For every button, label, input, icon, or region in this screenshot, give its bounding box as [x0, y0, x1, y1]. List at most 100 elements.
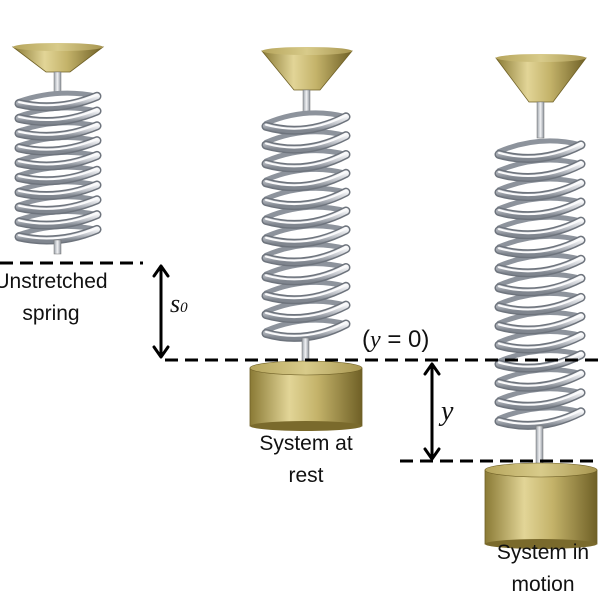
coil-highlight	[498, 256, 582, 273]
coil-front-strand	[263, 189, 349, 209]
coil-highlight	[18, 212, 98, 225]
coil-back-strand	[263, 110, 349, 126]
motion-spring	[484, 54, 598, 549]
coil-front-strand	[496, 256, 584, 276]
coil-highlight	[18, 182, 98, 196]
coil-highlight	[498, 352, 582, 368]
unstretched-label-line2: spring	[22, 302, 80, 325]
coil-highlight	[498, 237, 582, 254]
coil-highlight	[18, 123, 98, 136]
coil-highlight	[498, 409, 582, 425]
coil-highlight	[265, 321, 347, 337]
coil	[14, 90, 102, 245]
coil-front-strand	[263, 302, 349, 322]
coil-highlight	[18, 197, 98, 210]
unstretched-spring	[11, 43, 105, 255]
ceiling-mount	[261, 50, 353, 91]
coil-front-strand	[263, 170, 349, 190]
coil-highlight	[18, 93, 98, 107]
rest-label-line2: rest	[288, 464, 324, 487]
coil-front-strand	[496, 199, 584, 219]
coil-front-strand	[16, 167, 100, 184]
coil-highlight	[498, 371, 582, 387]
coil-front-strand	[263, 207, 349, 228]
coil	[494, 138, 586, 430]
coil-highlight	[265, 189, 347, 205]
lower-rod	[301, 337, 310, 363]
coil-front-strand	[496, 408, 584, 429]
coil	[261, 110, 351, 342]
coil-highlight	[498, 142, 582, 158]
coil-front-strand	[16, 211, 100, 229]
coil-front-strand	[496, 294, 584, 314]
coil-front-strand	[263, 245, 349, 265]
rest-label: System at rest	[231, 428, 381, 492]
coil-front-strand	[496, 160, 584, 181]
coil-front-strand	[496, 313, 584, 333]
coil-back-strand	[496, 138, 584, 155]
coil-front-strand	[496, 389, 584, 410]
coil-front-strand	[496, 141, 584, 162]
coil-highlight	[498, 180, 582, 196]
coil-highlight	[18, 138, 98, 151]
coil-highlight	[265, 133, 347, 149]
coil-front-strand	[263, 132, 349, 152]
rest-label-line1: System at	[259, 432, 353, 455]
coil-front-strand	[496, 237, 584, 257]
coil-front-strand	[16, 226, 100, 243]
coil-front-strand	[496, 179, 584, 200]
unstretched-label-line1: Unstretched	[0, 270, 108, 293]
motion-label-line1: System in	[496, 541, 590, 564]
upper-rod	[302, 89, 311, 113]
mass-block	[249, 360, 363, 431]
coil-highlight	[265, 264, 347, 281]
coil-front-strand	[496, 370, 584, 391]
coil-front-strand	[263, 151, 349, 171]
coil-highlight	[498, 390, 582, 406]
motion-label: System in motion	[468, 537, 600, 601]
coil-highlight	[18, 226, 98, 240]
equilibrium-variable: y	[370, 327, 381, 353]
coil-highlight	[498, 199, 582, 216]
ceiling-mount-top	[496, 54, 586, 62]
coil-highlight	[265, 227, 347, 243]
coil-highlight	[265, 208, 347, 224]
coil-highlight	[18, 167, 98, 181]
coil-front-strand	[496, 332, 584, 353]
s0-base: s	[170, 289, 181, 318]
ceiling-mount-top	[13, 43, 103, 51]
equilibrium-label: (y = 0)	[362, 326, 429, 354]
coil-front-strand	[16, 137, 100, 155]
coil-highlight	[498, 275, 582, 292]
coil-highlight	[18, 152, 98, 166]
coil-front-strand	[263, 320, 349, 341]
y-symbol: y	[441, 396, 454, 427]
ceiling-mount	[495, 57, 587, 103]
coil-front-strand	[496, 351, 584, 372]
mass-block	[484, 462, 598, 549]
coil-front-strand	[16, 196, 100, 214]
coil-highlight	[265, 302, 347, 318]
ceiling-mount-top	[262, 47, 352, 55]
lower-rod	[535, 425, 544, 465]
coil-highlight	[265, 283, 347, 300]
s0-subscript: 0	[180, 300, 188, 316]
equilibrium-value: = 0)	[380, 326, 430, 353]
coil-highlight	[498, 218, 582, 235]
coil-front-strand	[16, 93, 100, 110]
coil-front-strand	[16, 108, 100, 125]
coil-highlight	[498, 333, 582, 349]
upper-rod	[53, 71, 62, 93]
s0-arrow	[152, 264, 170, 359]
coil-front-strand	[263, 283, 349, 303]
motion-label-line2: motion	[511, 573, 575, 596]
coil-highlight	[498, 313, 582, 330]
coil-highlight	[265, 170, 347, 187]
equilibrium-open-paren: (	[362, 326, 370, 353]
rest-spring	[249, 47, 363, 431]
unstretched-label: Unstretched spring	[0, 266, 126, 330]
coil-highlight	[498, 294, 582, 311]
coil-front-strand	[263, 226, 349, 247]
